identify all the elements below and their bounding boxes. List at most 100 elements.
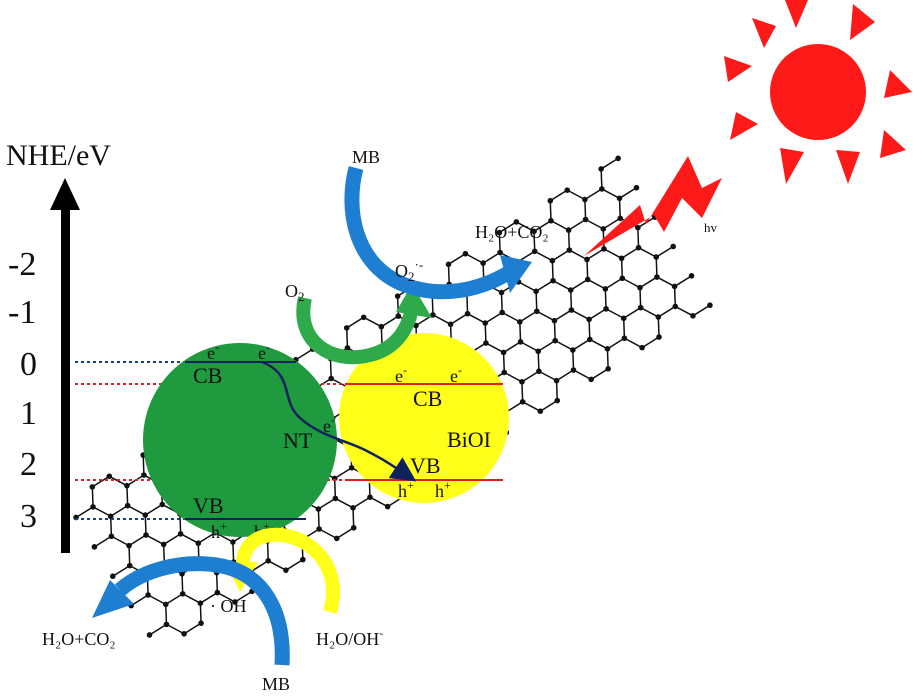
graphene-bond <box>520 341 539 352</box>
graphene-atom <box>462 250 469 257</box>
graphene-atom <box>90 504 96 510</box>
graphene-bond <box>92 506 112 517</box>
graphene-atom <box>142 512 149 518</box>
graphene-bond <box>655 245 674 258</box>
graphene-atom <box>197 600 204 606</box>
graphene-atom <box>566 247 573 253</box>
graphene-bond <box>606 348 609 369</box>
graphene-bond <box>534 250 553 262</box>
graphene-bond <box>552 280 572 291</box>
graphene-bond <box>485 342 504 354</box>
graphene-bond <box>91 486 94 507</box>
graphene-atom <box>181 630 187 637</box>
graphene-bond <box>501 311 521 323</box>
graphene-atom <box>567 287 574 293</box>
graphene-atom <box>619 275 626 282</box>
graphene-atom <box>480 260 486 266</box>
graphene-bond <box>130 594 149 607</box>
graphene-atom <box>531 248 538 255</box>
graphene-bond <box>584 188 603 201</box>
graphene-atom <box>141 472 147 478</box>
graphene-bond <box>555 380 559 401</box>
graphene-atom <box>106 473 113 480</box>
graphene-atom <box>160 541 167 548</box>
graphene-atom <box>548 217 554 224</box>
graphene-atom <box>519 399 526 405</box>
graphene-bond <box>550 220 569 231</box>
graphene-bond <box>142 455 145 476</box>
graphene-atom <box>655 314 662 320</box>
graphene-atom <box>584 276 591 283</box>
graphene-bond <box>336 527 355 540</box>
graphene-atom <box>430 312 436 318</box>
graphene-bond <box>519 310 538 323</box>
graphene-atom <box>690 313 696 319</box>
graphene-bond <box>602 217 621 230</box>
graphene-bond <box>551 249 570 262</box>
graphene-atom <box>483 340 489 346</box>
graphene-atom <box>601 246 607 252</box>
graphene-atom <box>639 344 645 351</box>
graphene-bond <box>352 496 371 509</box>
graphene-bond <box>623 307 642 319</box>
graphene-bond <box>182 593 201 604</box>
graphene-bond <box>521 381 524 402</box>
graphene-bond <box>369 496 388 508</box>
graphene-bond <box>604 288 607 309</box>
graphene-bond <box>586 259 589 280</box>
graphene-atom <box>707 302 713 309</box>
graphene-atom <box>653 254 660 260</box>
svg-text:h+: h+ <box>435 478 451 501</box>
graphene-bond <box>535 291 538 312</box>
graphene-atom <box>672 303 679 310</box>
graphene-atom <box>582 196 588 203</box>
graphene-bond <box>266 540 269 561</box>
nt-particle <box>143 343 337 537</box>
h2o-co2-label-top: H₂O+CO₂ <box>475 222 549 242</box>
graphene-bond <box>197 531 216 544</box>
graphene-atom <box>162 601 169 608</box>
graphene-bond <box>605 308 625 319</box>
bioi-label: BiOI <box>447 427 491 452</box>
graphene-bond <box>352 507 355 528</box>
graphene-atom <box>146 632 153 638</box>
graphene-bond <box>551 260 554 281</box>
graphene-atom <box>498 289 505 296</box>
graphene-atom <box>126 562 133 569</box>
graphene-bond <box>346 316 365 329</box>
graphene-atom <box>230 539 236 545</box>
graphene-bond <box>640 306 659 318</box>
graphene-bond <box>639 287 642 308</box>
graphene-atom <box>445 261 452 268</box>
graphene-bond <box>126 485 129 506</box>
graphene-atom <box>588 376 594 383</box>
graphene-bond <box>549 200 552 221</box>
graphene-bond <box>537 351 540 372</box>
graphene-atom <box>265 557 272 564</box>
axis-tick: 3 <box>20 498 37 535</box>
graphene-atom <box>378 323 385 330</box>
graphene-bond <box>502 352 506 373</box>
graphene-bond <box>91 475 110 488</box>
axis-tick: 0 <box>20 346 37 383</box>
o2-reduction-arrow <box>296 284 432 365</box>
graphene-atom <box>670 243 676 250</box>
graphene-atom <box>552 337 558 344</box>
graphene-bond <box>638 247 657 258</box>
axis-tick: -1 <box>8 294 36 331</box>
graphene-bond <box>619 187 637 199</box>
graphene-bond <box>432 314 451 325</box>
graphene-bond <box>199 591 218 604</box>
graphene-bond <box>600 157 619 170</box>
light-bolt <box>584 156 722 256</box>
graphene-bond <box>94 535 112 548</box>
graphene-bond <box>624 337 643 349</box>
hv-label: hv <box>704 220 718 235</box>
graphene-atom <box>517 319 523 325</box>
bioi-cb-label: CB <box>413 386 442 411</box>
svg-text:e-: e- <box>207 340 219 363</box>
graphene-atom <box>598 166 604 172</box>
graphene-bond <box>335 497 354 509</box>
graphene-atom <box>654 274 660 280</box>
graphene-bond <box>363 316 382 328</box>
